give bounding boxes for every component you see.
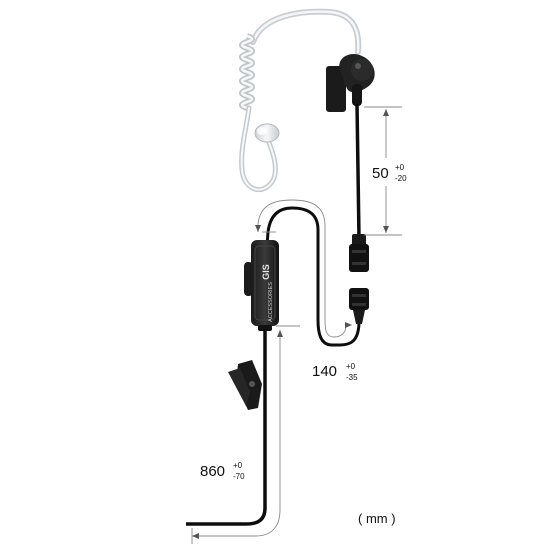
loop-cable bbox=[265, 206, 361, 347]
coiled-tube bbox=[239, 33, 255, 111]
dim-label-upper: 50 +0 -20 bbox=[368, 160, 412, 183]
dim-upper-value: 50 bbox=[372, 165, 389, 182]
ear-tip bbox=[254, 123, 280, 143]
garment-clip bbox=[228, 360, 262, 410]
dim-label-cable: 860 +0 -70 bbox=[198, 458, 252, 484]
speaker-cable bbox=[355, 103, 361, 239]
dimension-arrows bbox=[192, 109, 389, 539]
ptt-switch: GIS ACCESSORIES bbox=[244, 240, 279, 331]
dim-loop-tol-minus: -35 bbox=[346, 373, 358, 382]
connector-upper bbox=[349, 234, 369, 272]
units-label: ( mm ) bbox=[358, 511, 396, 526]
dimension-lines bbox=[191, 106, 402, 544]
dim-cable-tol-plus: +0 bbox=[233, 461, 243, 470]
dim-label-loop: 140 +0 -35 bbox=[312, 362, 358, 382]
dim-loop-tol-plus: +0 bbox=[346, 362, 356, 371]
dim-cable-tol-minus: -70 bbox=[233, 472, 245, 481]
dim-cable-value: 860 bbox=[200, 463, 225, 480]
ptt-brand-text: ACCESSORIES bbox=[268, 282, 274, 322]
speaker-housing bbox=[326, 53, 375, 112]
main-cable bbox=[186, 330, 267, 526]
dim-upper-tol-plus: +0 bbox=[395, 163, 405, 172]
dim-loop-value: 140 bbox=[312, 363, 337, 380]
dim-upper-tol-minus: -20 bbox=[395, 174, 407, 183]
acoustic-tube bbox=[239, 8, 362, 193]
connector-lower bbox=[349, 288, 369, 324]
brand-mark: GIS bbox=[261, 264, 271, 280]
